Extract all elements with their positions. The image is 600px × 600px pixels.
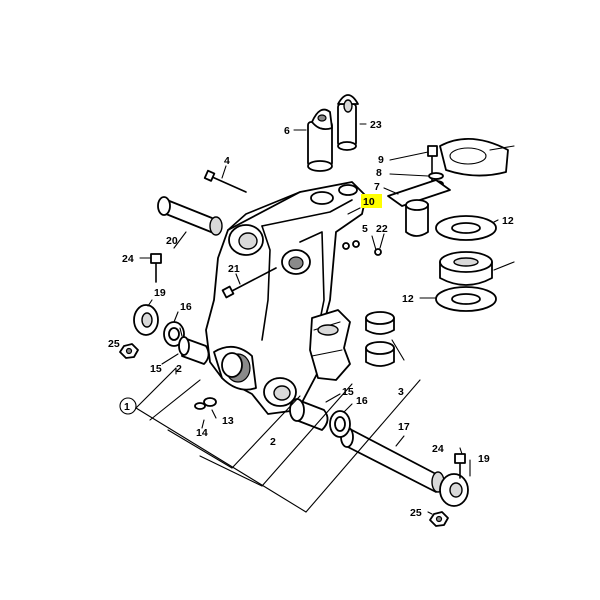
label-3: 3 [398, 386, 404, 398]
bolt-4 [203, 169, 247, 193]
label-14: 14 [196, 427, 208, 439]
pin-20 [157, 196, 223, 236]
label-19-left: 19 [154, 287, 166, 299]
label-1-circle [119, 397, 137, 415]
label-2-upper: 2 [176, 363, 182, 375]
grease-nipple-13 [194, 397, 217, 410]
label-7: 7 [374, 181, 380, 193]
left-lower-hardware [119, 253, 210, 365]
label-9: 9 [378, 154, 384, 166]
label-8: 8 [376, 167, 382, 179]
callout-labels: 1 2 2 3 4 5 6 7 8 9 10 12 12 13 14 15 15… [108, 119, 514, 519]
assembly-lines [135, 339, 421, 513]
label-20: 20 [166, 235, 178, 247]
washers-right [435, 215, 515, 312]
label-16-right: 16 [356, 395, 368, 407]
label-15-left: 15 [150, 363, 162, 375]
label-17: 17 [398, 421, 410, 433]
label-4: 4 [224, 155, 230, 167]
pin-6 [307, 108, 333, 172]
label-10: 10 [363, 196, 375, 208]
label-22: 22 [376, 223, 388, 235]
label-24-right: 24 [432, 443, 444, 455]
pin-17 [340, 426, 445, 493]
label-2-lower: 2 [270, 436, 276, 448]
pin-23 [337, 94, 359, 151]
label-12-upper: 12 [502, 215, 514, 227]
label-13: 13 [222, 415, 234, 427]
bolt-21 [221, 267, 277, 299]
label-25-left: 25 [108, 338, 120, 350]
label-1: 1 [124, 401, 130, 413]
label-10-highlight [361, 194, 382, 208]
label-12-lower: 12 [402, 293, 414, 305]
label-16-left: 16 [180, 301, 192, 313]
right-lower-hardware [289, 398, 469, 527]
top-right-hardware [387, 137, 515, 237]
ram-clamp [309, 309, 351, 381]
leader-lines [139, 123, 499, 515]
label-24-left: 24 [122, 253, 134, 265]
grease-nipples [342, 233, 385, 256]
label-5: 5 [362, 223, 368, 235]
bushes-center [365, 311, 395, 367]
swing-bracket [205, 181, 367, 415]
label-15-right: 15 [342, 386, 354, 398]
label-25-right: 25 [410, 507, 422, 519]
label-19-right: 19 [478, 453, 490, 465]
label-23: 23 [370, 119, 382, 131]
label-21: 21 [228, 263, 240, 275]
label-6: 6 [284, 125, 290, 137]
